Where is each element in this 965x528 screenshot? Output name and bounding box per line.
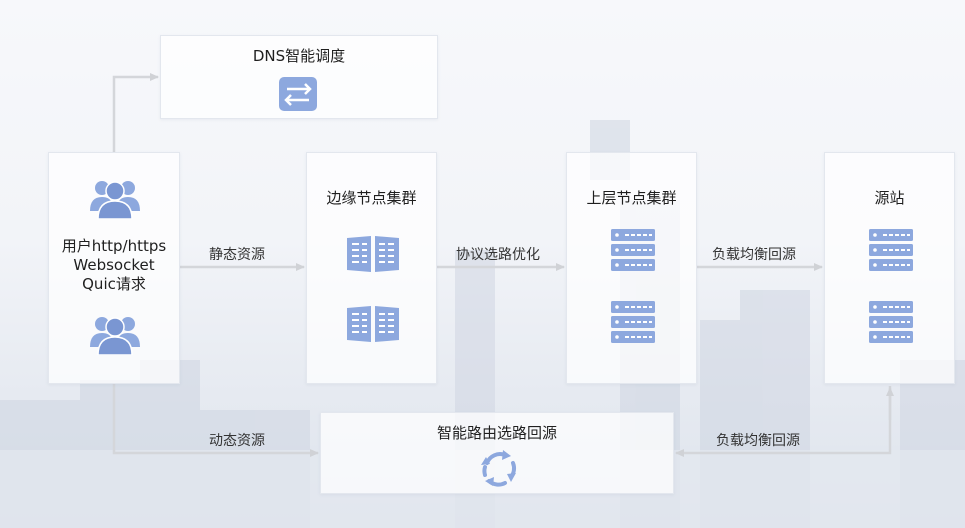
server-icon: [869, 301, 913, 343]
dns-scheduler-box: DNS智能调度: [160, 35, 438, 119]
origin-site-box: 源站: [824, 152, 955, 384]
arrow-dynamic: [112, 384, 319, 457]
user-request-box: 用户http/https Websocket Quic请求: [48, 152, 180, 384]
book-panel-icon: [347, 306, 399, 342]
smart-routing-box: 智能路由选路回源: [320, 412, 674, 494]
label-load-balance-top: 负载均衡回源: [712, 247, 796, 263]
user-request-text: 用户http/https Websocket Quic请求: [49, 237, 179, 294]
users-icon: [90, 181, 140, 219]
origin-box-title: 源站: [874, 189, 905, 207]
edge-node-cluster-box: 边缘节点集群: [306, 152, 437, 384]
edge-box-title: 边缘节点集群: [326, 189, 417, 207]
user-line-2: Websocket: [73, 256, 155, 274]
user-line-3: Quic请求: [82, 275, 146, 293]
user-line-1: 用户http/https: [61, 237, 167, 255]
server-icon: [869, 229, 913, 271]
refresh-cycle-icon: [481, 450, 517, 487]
label-protocol-optimization: 协议选路优化: [456, 247, 540, 263]
label-static-resource: 静态资源: [209, 247, 265, 263]
dns-box-title: DNS智能调度: [252, 47, 346, 65]
upper-node-cluster-box: 上层节点集群: [566, 152, 697, 384]
dns-switch-icon: [279, 77, 317, 111]
upper-box-title: 上层节点集群: [586, 189, 677, 207]
label-dynamic-resource: 动态资源: [209, 433, 265, 449]
book-panel-icon: [347, 236, 399, 272]
server-icon: [611, 301, 655, 343]
users-icon: [90, 317, 140, 355]
server-icon: [611, 229, 655, 271]
arrow-user-to-dns: [112, 73, 159, 152]
smart-box-title: 智能路由选路回源: [436, 424, 557, 442]
label-load-balance-bottom: 负载均衡回源: [716, 433, 800, 449]
